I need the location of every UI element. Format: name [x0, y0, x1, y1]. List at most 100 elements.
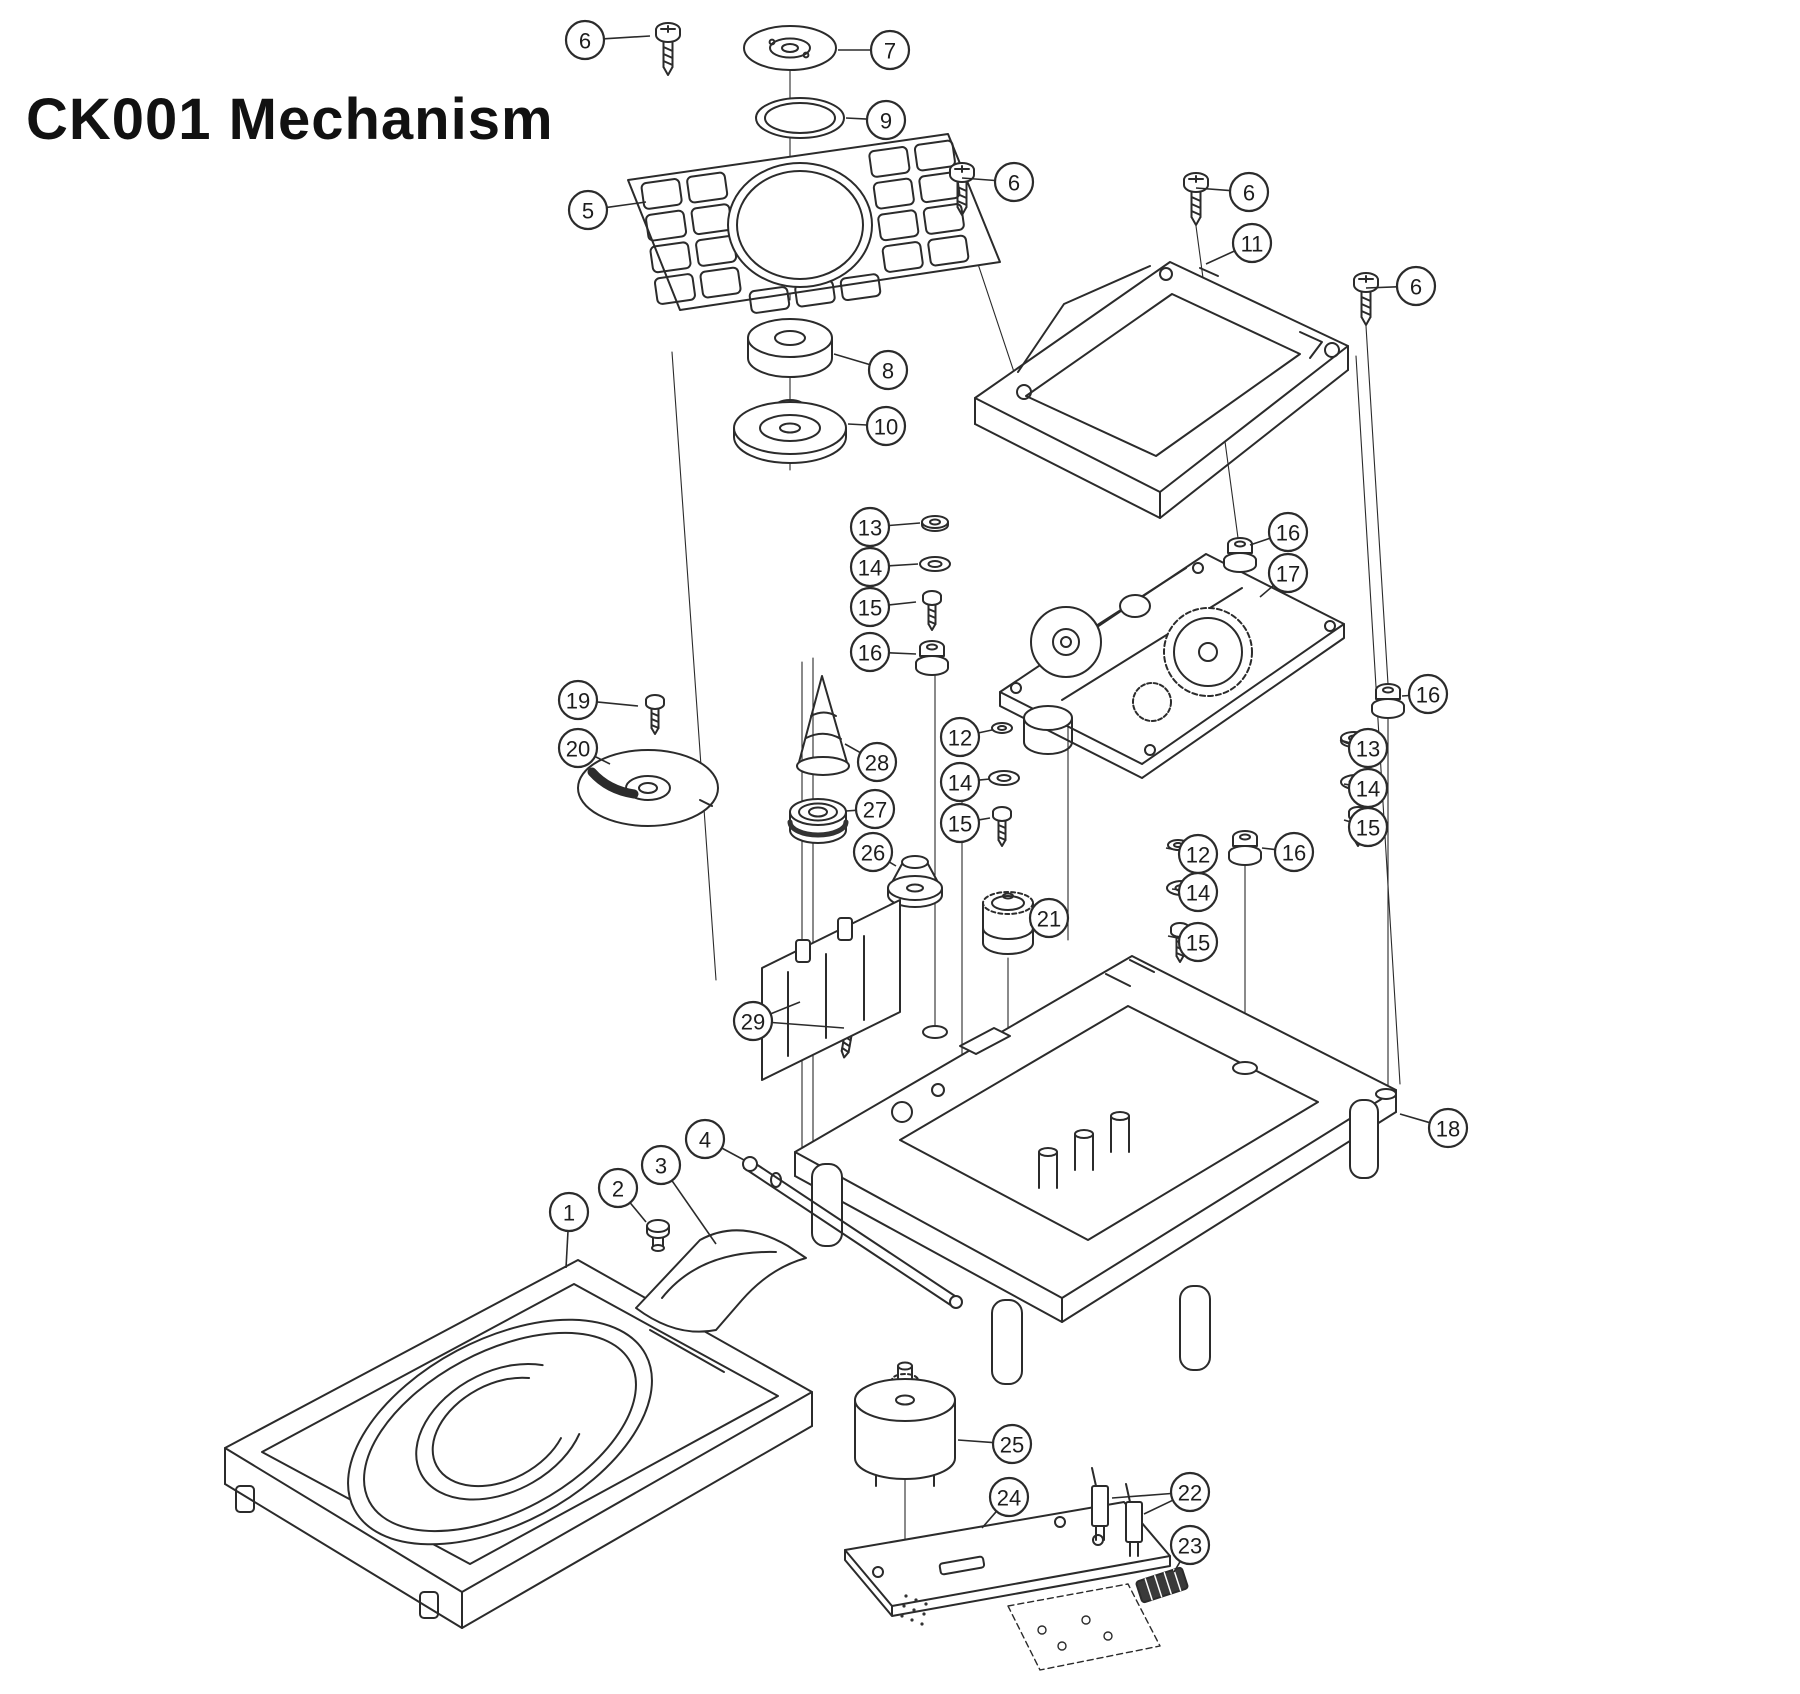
- callout-2-37: 2: [597, 1167, 647, 1223]
- callout-label-17-14: 17: [1276, 562, 1300, 587]
- part-21-cam-gear: [982, 891, 1034, 955]
- callout-16-28: 16: [1261, 831, 1315, 873]
- callout-1-38: 1: [548, 1191, 590, 1269]
- part-28-spring: [796, 675, 850, 776]
- part-10-turntable: [733, 399, 847, 464]
- callout-label-12-20: 12: [948, 726, 972, 751]
- callout-6-7: 6: [1365, 265, 1437, 307]
- callout-13-21: 13: [1339, 727, 1389, 769]
- callout-label-20-18: 20: [566, 737, 590, 762]
- part-18-chassis: [794, 955, 1397, 1385]
- part-18-bracket: [761, 899, 948, 1081]
- callout-28-19: 28: [844, 741, 898, 783]
- callout-12-20: 12: [939, 716, 993, 758]
- callout-label-23-42: 23: [1178, 1534, 1202, 1559]
- callout-label-7-1: 7: [884, 39, 896, 64]
- callout-6-5: 6: [1195, 171, 1270, 213]
- callout-5-3: 5: [567, 189, 647, 231]
- callout-label-26-27: 26: [861, 841, 885, 866]
- part-26-pulley: [887, 855, 943, 908]
- callout-26-27: 26: [852, 831, 897, 873]
- callout-7-1: 7: [838, 29, 911, 71]
- callout-27-24: 27: [845, 788, 896, 830]
- callout-label-5-3: 5: [582, 199, 594, 224]
- callout-label-9-2: 9: [880, 109, 892, 134]
- callout-29-33: 29: [732, 1000, 845, 1042]
- callout-23-42: 23: [1169, 1524, 1211, 1573]
- callout-label-21-31: 21: [1037, 907, 1061, 932]
- callout-label-16-13: 16: [1276, 521, 1300, 546]
- callout-label-4-35: 4: [699, 1128, 711, 1153]
- part-3-cover: [635, 1229, 807, 1333]
- callout-16-13: 16: [1249, 511, 1309, 553]
- part-11-top-frame: [974, 261, 1349, 519]
- callout-label-28-19: 28: [865, 751, 889, 776]
- callout-19-17: 19: [557, 679, 639, 721]
- callout-6-0: 6: [564, 19, 651, 61]
- callout-label-15-25: 15: [948, 812, 972, 837]
- callout-label-29-33: 29: [741, 1010, 765, 1035]
- part-1-disc-tray: [224, 1259, 813, 1629]
- callout-label-8-8: 8: [882, 359, 894, 384]
- callout-9-2: 9: [845, 99, 907, 141]
- callout-label-16-15: 16: [858, 641, 882, 666]
- part-sub-board: [1007, 1583, 1161, 1671]
- callout-label-6-4: 6: [1008, 171, 1020, 196]
- callout-16-15: 16: [849, 631, 917, 673]
- callout-21-31: 21: [1028, 897, 1070, 939]
- callout-label-6-0: 6: [579, 29, 591, 54]
- callout-11-6: 11: [1205, 222, 1273, 265]
- callout-20-18: 20: [557, 727, 611, 769]
- part-25-motor: [854, 1361, 956, 1487]
- callout-label-18-34: 18: [1436, 1117, 1460, 1142]
- callout-4-35: 4: [684, 1118, 745, 1161]
- callout-label-13-21: 13: [1356, 737, 1380, 762]
- callout-label-24-40: 24: [997, 1486, 1021, 1511]
- dot-hatch: [900, 1594, 928, 1626]
- part-24-pcb: [844, 1501, 1171, 1617]
- callout-label-22-41: 22: [1178, 1481, 1202, 1506]
- callout-label-15-12: 15: [858, 596, 882, 621]
- part-9-ring: [755, 97, 845, 139]
- callout-14-11: 14: [849, 546, 919, 588]
- callout-label-10-9: 10: [874, 415, 898, 440]
- callout-label-16-16: 16: [1416, 683, 1440, 708]
- callout-label-15-32: 15: [1186, 931, 1210, 956]
- callout-label-14-22: 14: [948, 771, 972, 796]
- part-20-cam-disc: [577, 749, 719, 827]
- part-12-14-15-stack-midleft: [988, 722, 1020, 847]
- callout-8-8: 8: [833, 349, 909, 391]
- part-5-cover-plate: [627, 133, 1001, 314]
- callout-14-30: 14: [1171, 871, 1219, 913]
- callout-13-10: 13: [849, 506, 921, 548]
- part-7-clamper-top: [743, 25, 837, 71]
- callout-12-29: 12: [1165, 833, 1219, 875]
- callout-14-23: 14: [1343, 767, 1389, 809]
- callout-label-13-10: 13: [858, 516, 882, 541]
- callout-label-15-26: 15: [1356, 816, 1380, 841]
- callout-15-26: 15: [1343, 806, 1389, 848]
- callout-label-27-24: 27: [863, 798, 887, 823]
- part-4-rod: [742, 1156, 963, 1309]
- callout-15-25: 15: [939, 802, 991, 844]
- callout-label-6-7: 6: [1410, 275, 1422, 300]
- callout-16-16: 16: [1401, 673, 1449, 715]
- callout-label-1-38: 1: [563, 1201, 575, 1226]
- callout-15-12: 15: [849, 586, 917, 628]
- callout-label-12-29: 12: [1186, 843, 1210, 868]
- callout-17-14: 17: [1259, 552, 1309, 598]
- callout-3-36: 3: [640, 1144, 717, 1245]
- page-title: CK001 Mechanism: [26, 87, 554, 152]
- callout-label-16-28: 16: [1282, 841, 1306, 866]
- part-19-screw: [645, 694, 665, 735]
- callout-15-32: 15: [1167, 921, 1219, 963]
- callout-label-14-30: 14: [1186, 881, 1210, 906]
- callout-label-19-17: 19: [566, 689, 590, 714]
- callout-25-39: 25: [957, 1423, 1033, 1465]
- part-27-belt-pulley: [787, 798, 849, 844]
- callout-label-2-37: 2: [612, 1177, 624, 1202]
- callout-label-14-11: 14: [858, 556, 882, 581]
